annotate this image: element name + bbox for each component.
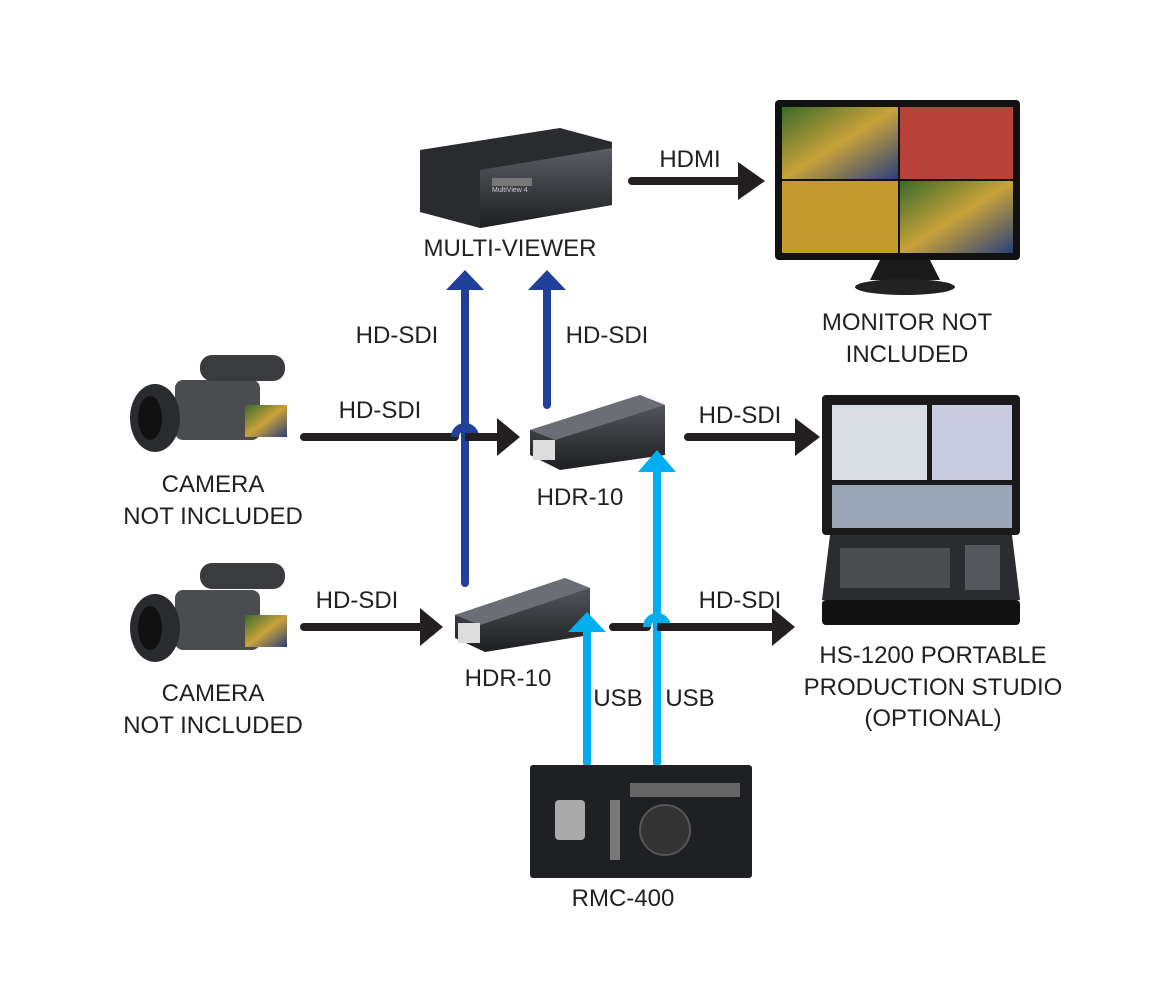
hdmi-arrow <box>628 162 765 200</box>
camera-bottom-label-2: NOT INCLUDED <box>123 712 303 739</box>
camera-bottom-label-1: CAMERA <box>162 680 265 707</box>
hdr10-bottom-device <box>455 578 590 652</box>
hdr-bottom-hs-label: HD-SDI <box>699 587 782 614</box>
hdsdi-up-right-label: HD-SDI <box>566 322 649 349</box>
monitor-device <box>775 100 1020 295</box>
camera-top-label-2: NOT INCLUDED <box>123 503 303 530</box>
hdr-top-to-multiviewer-arrow <box>528 270 566 409</box>
hdmi-label: HDMI <box>659 146 720 173</box>
hdr-bottom-to-hs1200-arrow <box>609 608 795 646</box>
camera-top-to-hdr-arrow <box>300 418 520 456</box>
cam-bottom-hdsdi-label: HD-SDI <box>316 587 399 614</box>
rmc400-label: RMC-400 <box>572 885 675 912</box>
hs1200-label-2: PRODUCTION STUDIO <box>804 674 1063 701</box>
usb-arrow-to-hdr-bottom <box>568 612 606 767</box>
hdr-top-hs-label: HD-SDI <box>699 402 782 429</box>
cam-top-hdsdi-label: HD-SDI <box>339 397 422 424</box>
rmc400-device <box>530 765 752 878</box>
camera-bottom-device <box>130 563 287 662</box>
multiviewer-badge: MultiView 4 <box>492 187 528 194</box>
hs1200-device <box>822 395 1020 625</box>
camera-top-device <box>130 355 287 452</box>
hdr10-top-device <box>530 395 665 470</box>
camera-top-label-1: CAMERA <box>162 471 265 498</box>
monitor-label-1: MONITOR NOT <box>822 309 993 336</box>
hdsdi-up-left-label: HD-SDI <box>356 322 439 349</box>
camera-bottom-to-hdr-arrow <box>300 608 443 646</box>
multiviewer-label: MULTI-VIEWER <box>424 235 597 262</box>
monitor-label-2: INCLUDED <box>846 341 969 368</box>
hs1200-label-3: (OPTIONAL) <box>864 705 1001 732</box>
hdr10-top-label: HDR-10 <box>537 484 624 511</box>
usb-label-right: USB <box>665 685 714 712</box>
hdr10-bottom-label: HDR-10 <box>465 665 552 692</box>
hs1200-label-1: HS-1200 PORTABLE <box>819 642 1046 669</box>
usb-arrow-to-hdr-top <box>638 450 676 767</box>
multiviewer-device: MultiView 4 <box>420 128 612 228</box>
hdr-top-to-hs1200-arrow <box>684 418 820 456</box>
usb-label-left: USB <box>593 685 642 712</box>
